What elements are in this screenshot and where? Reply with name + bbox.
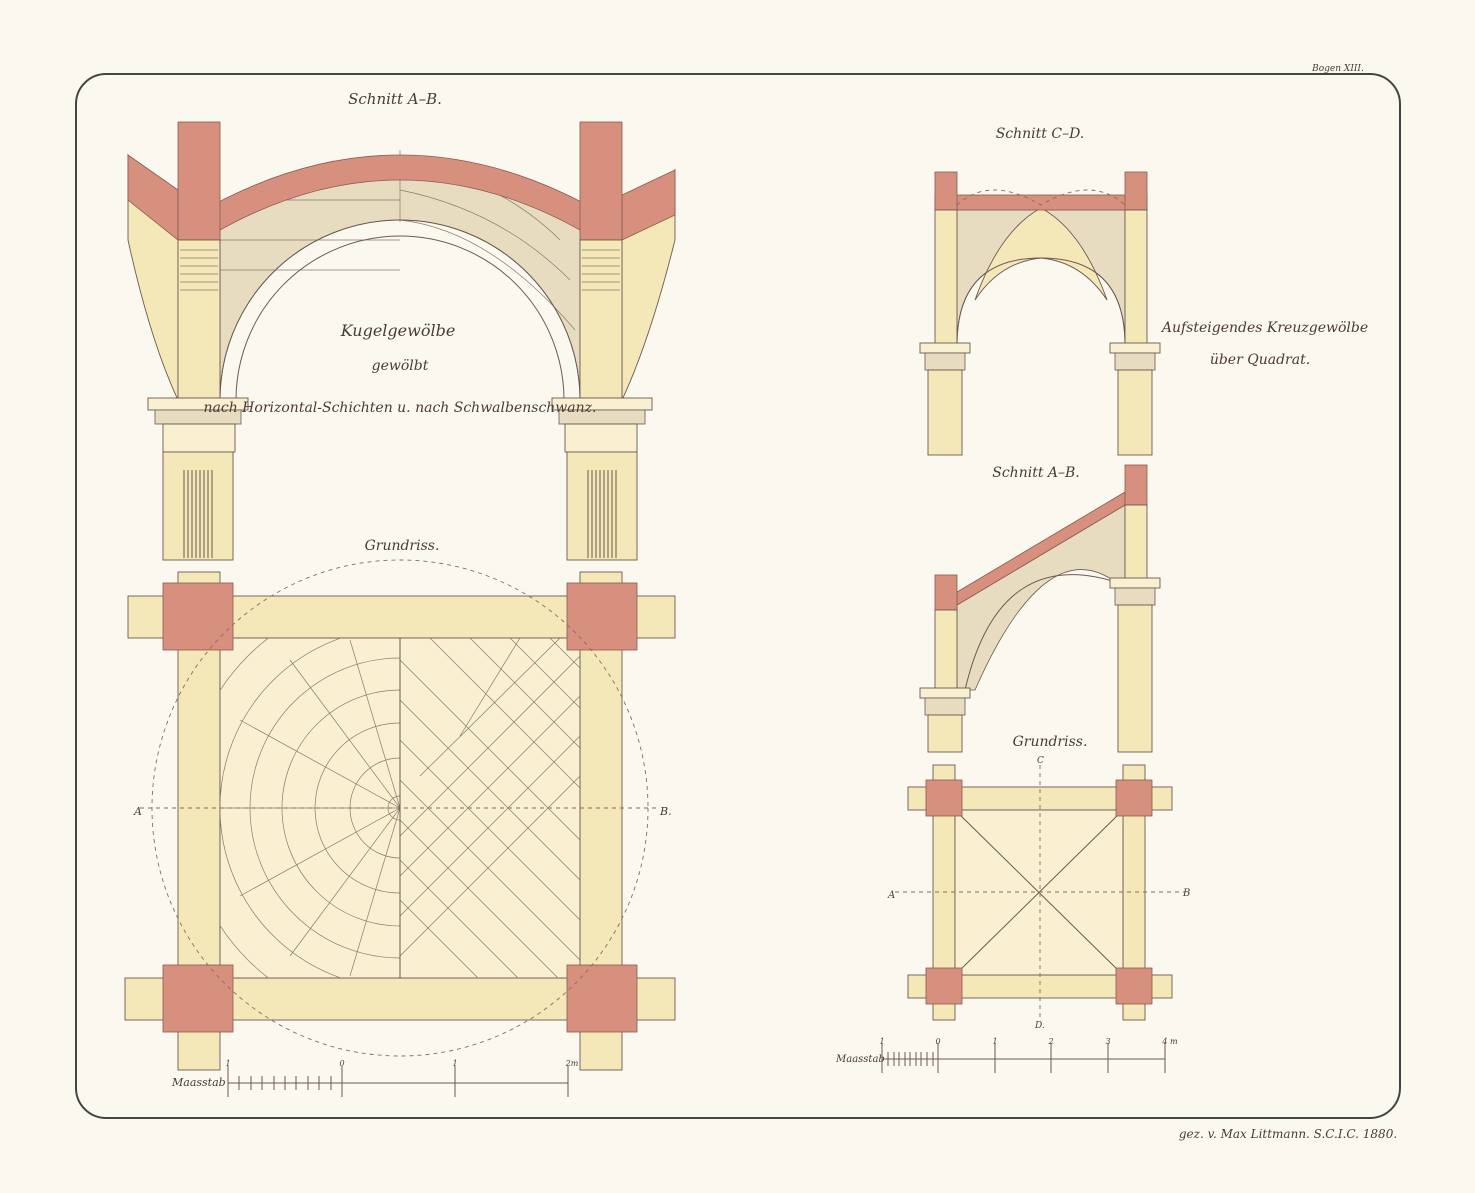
svg-text:A: A	[887, 890, 895, 901]
svg-text:2m: 2m	[565, 1059, 579, 1068]
right-section-cd: Schnitt C–D. Aufsteigendes Kreuzgewölbe …	[919, 126, 1368, 456]
left-axis-b: B.	[659, 805, 672, 818]
right-plan-title: Grundriss.	[1013, 734, 1088, 750]
svg-text:1: 1	[452, 1059, 457, 1068]
right-section-cd-title: Schnitt C–D.	[996, 126, 1085, 142]
svg-text:C: C	[1037, 756, 1044, 766]
pier-top-right	[579, 121, 623, 241]
right-scale-label: Maasstab	[835, 1054, 885, 1065]
svg-text:2: 2	[1047, 1037, 1053, 1046]
left-axis-a: A	[133, 805, 142, 818]
left-scale-label: Maasstab	[171, 1076, 226, 1089]
left-vault-method: nach Horizontal-Schichten u. nach Schwal…	[204, 400, 597, 416]
svg-text:B: B	[1182, 888, 1190, 899]
column-right	[566, 451, 638, 561]
right-vault-title: Aufsteigendes Kreuzgewölbe	[1160, 320, 1368, 336]
svg-text:3: 3	[1105, 1037, 1110, 1046]
right-plan: Grundriss. A B C D.	[887, 734, 1190, 1031]
right-scale-bar: Maasstab 1 0 1 2 3 4 m	[835, 1037, 1178, 1073]
right-section-ab: Schnitt A–B.	[919, 464, 1161, 753]
svg-text:4 m: 4 m	[1161, 1037, 1178, 1046]
pier-plan	[162, 582, 234, 651]
pier-top-left	[177, 121, 221, 241]
column-left	[162, 451, 234, 561]
frame-border	[75, 73, 1401, 1119]
svg-text:1: 1	[225, 1059, 230, 1068]
left-vault-sub: gewölbt	[372, 358, 429, 374]
left-scale-bar: Maasstab 1 0 1 2m	[171, 1059, 579, 1097]
plate-number: Bogen XIII.	[1311, 64, 1364, 74]
svg-text:D.: D.	[1034, 1021, 1045, 1031]
left-vault-title: Kugelgewölbe	[340, 321, 456, 340]
left-section-kugelgewoelbe: Schnitt A–B.	[127, 90, 676, 561]
right-section-ab-title: Schnitt A–B.	[992, 465, 1080, 481]
left-section-title: Schnitt A–B.	[348, 90, 442, 108]
signature: gez. v. Max Littmann. S.C.I.C. 1880.	[1179, 1127, 1397, 1141]
svg-text:0: 0	[339, 1059, 344, 1068]
capital-right	[551, 397, 653, 453]
left-plan: Grundriss. A B.	[124, 538, 676, 1071]
svg-text:0: 0	[935, 1037, 940, 1046]
left-plan-title: Grundriss.	[365, 538, 440, 554]
svg-text:1: 1	[879, 1037, 884, 1046]
capital-left	[147, 397, 249, 453]
svg-text:1: 1	[992, 1037, 997, 1046]
right-vault-sub: über Quadrat.	[1210, 352, 1310, 368]
